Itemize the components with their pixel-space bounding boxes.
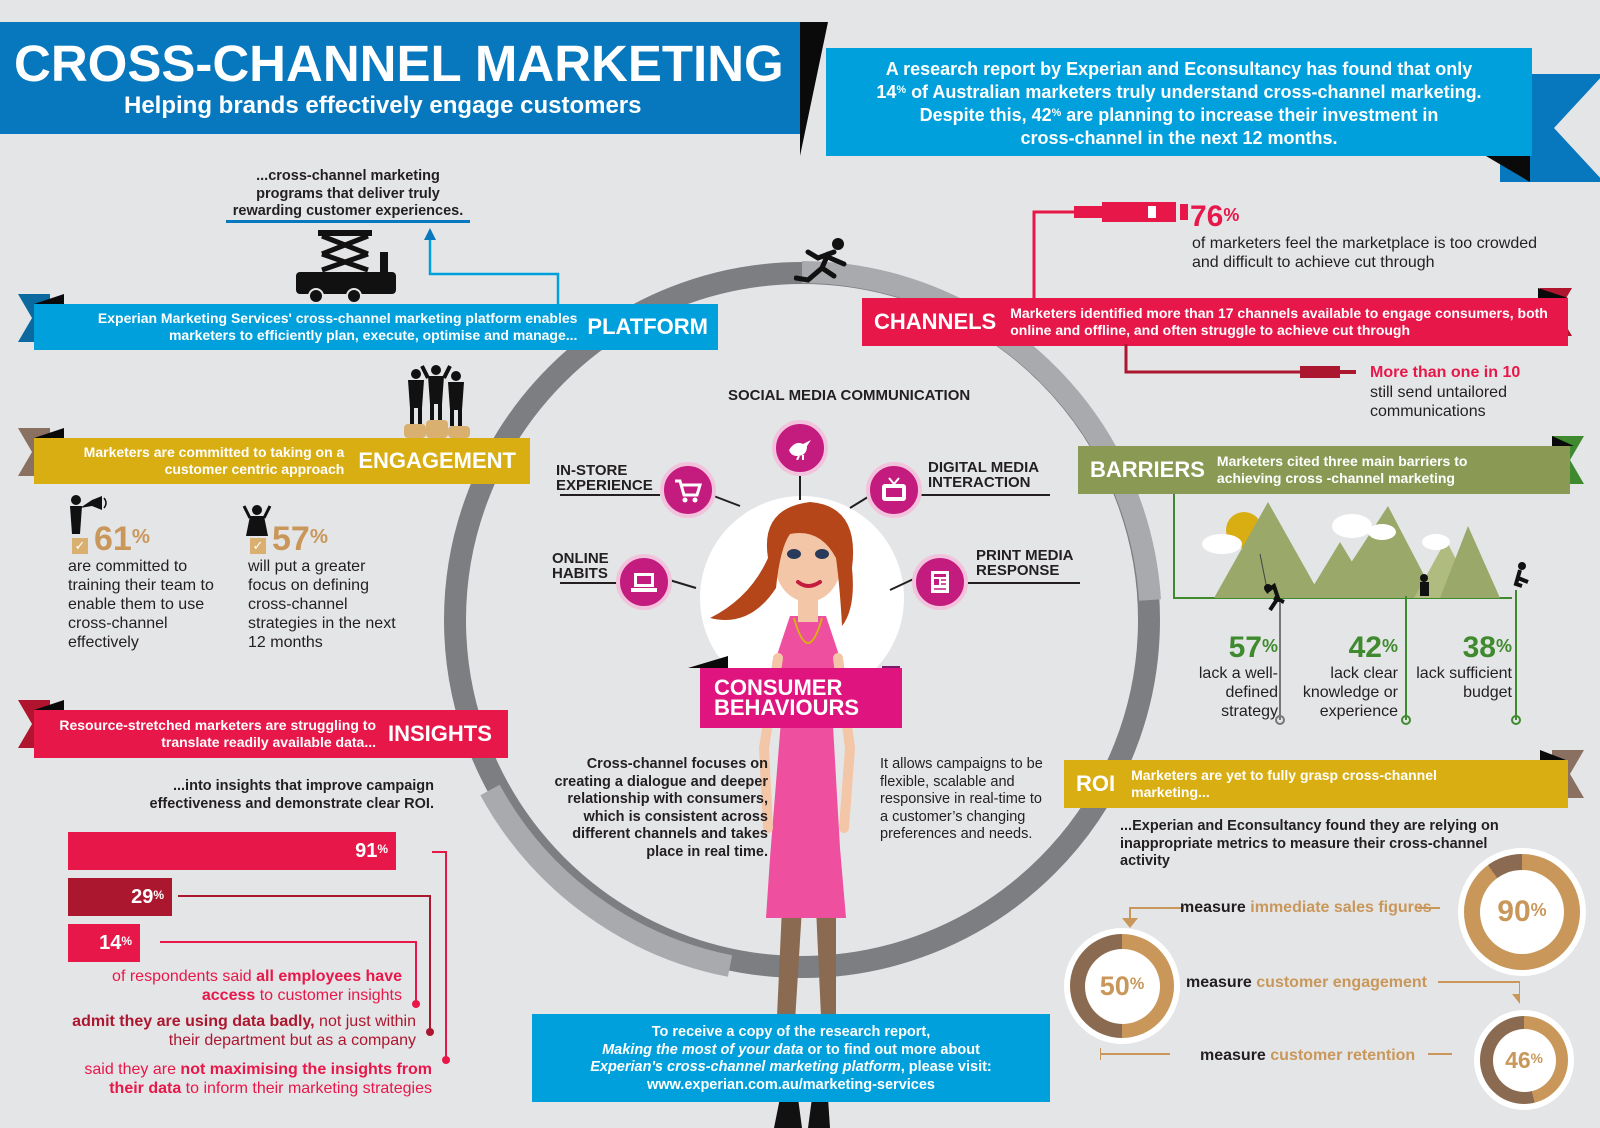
insight-note-1: of respondents said all employees have a…	[112, 968, 402, 1004]
roi-text: Marketers are yet to fully grasp cross-c…	[1131, 767, 1437, 800]
roi-ribbon-fold	[1540, 750, 1566, 760]
barrier-stat-3-value: 38%	[1462, 631, 1512, 664]
insight-connectors	[160, 851, 450, 1064]
page-subtitle: Helping brands effectively engage custom…	[124, 92, 642, 119]
roi-measure-1: measure immediate sales figures	[1180, 899, 1432, 916]
usb-cable-icon	[1032, 202, 1188, 298]
print-media-hub	[912, 554, 968, 610]
barrier-stat-1: 57% lack a well-defined strategy	[1168, 632, 1278, 721]
bird-icon	[789, 440, 811, 460]
cart-icon	[675, 479, 703, 503]
online-habits-label: ONLINE HABITS	[552, 550, 609, 582]
platform-ribbon-fold	[34, 294, 64, 304]
channels-more-title: More than one in 10	[1370, 364, 1521, 381]
engagement-stat-2-value: 57%	[272, 520, 328, 558]
digital-media-hub	[866, 462, 922, 518]
platform-text: Experian Marketing Services' cross-chann…	[97, 310, 578, 343]
insights-ribbon: Resource-stretched marketers are struggl…	[34, 710, 508, 758]
insights-ribbon-fold	[34, 700, 64, 710]
engagement-stat-2-text: will put a greater focus on defining cro…	[248, 558, 396, 651]
channels-stat-value: 76%	[1190, 200, 1240, 233]
roi-donut-2: 50%	[1070, 934, 1174, 1038]
engagement-stat-1-value: 61%	[94, 520, 150, 558]
engagement-text: Marketers are committed to taking on a c…	[83, 444, 345, 477]
insights-text: Resource-stretched marketers are struggl…	[59, 717, 376, 750]
roi-label: ROI	[1076, 771, 1116, 796]
intro-banner	[826, 48, 1532, 156]
scissor-lift-icon	[296, 230, 396, 304]
roi-connectors	[1100, 907, 1520, 1060]
page-title: CROSS-CHANNEL MARKETING	[14, 35, 784, 92]
consumer-behaviours-label: CONSUMER BEHAVIOURS	[714, 675, 860, 720]
digital-media-label: DIGITAL MEDIA INTERACTION	[928, 459, 1039, 491]
intro-text: A research report by Experian and Econsu…	[876, 59, 1482, 148]
checkbox-icon: ✓	[72, 538, 88, 554]
megaphone-person-icon	[70, 495, 107, 534]
cheering-person-icon	[242, 505, 272, 536]
platform-ribbon: Experian Marketing Services' cross-chann…	[34, 304, 718, 350]
barrier-stat-2-value: 42%	[1348, 631, 1398, 664]
engagement-ribbon-fold	[34, 428, 64, 438]
checkbox-icon: ✓	[250, 538, 266, 554]
title-banner-fold	[800, 22, 828, 156]
people-podium-icon	[404, 365, 470, 438]
insight-bar-2: 29%	[68, 878, 172, 916]
channels-more-text: still send untailored communications	[1370, 384, 1507, 420]
channels-stat-text: of marketers feel the marketplace is too…	[1192, 235, 1538, 271]
platform-callout-underline	[226, 220, 470, 223]
print-media-label: PRINT MEDIA RESPONSE	[976, 547, 1073, 579]
engagement-stat-1-text: are committed to training their team to …	[68, 558, 214, 651]
insight-bar-1: 91%	[68, 832, 396, 870]
channels-ribbon-fold	[1538, 288, 1568, 298]
online-habits-hub	[616, 554, 672, 610]
roi-donut-1: 90%	[1464, 854, 1580, 970]
channels-label: CHANNELS	[874, 309, 997, 334]
insight-bar-3: 14%	[68, 924, 140, 962]
consumer-ribbon-fold-left	[688, 656, 728, 668]
barriers-text: Marketers cited three main barriers to a…	[1216, 453, 1468, 486]
consumer-behaviours-ribbon: CONSUMER BEHAVIOURS	[700, 668, 902, 728]
barriers-label: BARRIERS	[1090, 457, 1205, 482]
barrier-stat-1-value: 57%	[1228, 631, 1278, 664]
platform-label: PLATFORM	[587, 314, 708, 339]
barrier-stat-2-text: lack clear knowledge or experience	[1302, 665, 1398, 720]
insight-note-2: admit they are using data badly, not jus…	[72, 1013, 416, 1049]
footer-url-link[interactable]: www.experian.com.au/marketing-services	[647, 1076, 935, 1093]
channels-text: Marketers identified more than 17 channe…	[1010, 305, 1548, 338]
social-media-hub	[772, 420, 828, 476]
barriers-ribbon-fold	[1552, 436, 1574, 446]
platform-callout: ...cross-channel marketing programs that…	[232, 168, 464, 219]
campaign-flexibility-text: It allows campaigns to be flexible, scal…	[880, 756, 1043, 842]
barrier-stat-1-text: lack a well-defined strategy	[1198, 665, 1278, 720]
intro-banner-fold	[1486, 156, 1530, 182]
barrier-stat-2: 42% lack clear knowledge or experience	[1284, 632, 1398, 721]
barrier-stat-3: 38% lack sufficient budget	[1416, 632, 1512, 702]
roi-donut-3: 46%	[1480, 1016, 1568, 1104]
insight-note-3: said they are not maximising the insight…	[84, 1061, 432, 1097]
roi-measure-3: measure customer retention	[1200, 1047, 1416, 1064]
tv-icon	[882, 477, 906, 501]
audio-cable-icon	[1124, 344, 1356, 378]
platform-arrow	[424, 228, 560, 304]
channels-ribbon: CHANNELS Marketers identified more than …	[862, 298, 1568, 346]
engagement-label: ENGAGEMENT	[358, 448, 516, 473]
laptop-icon	[631, 573, 657, 592]
insights-label: INSIGHTS	[388, 721, 492, 746]
roi-measure-2: measure customer engagement	[1186, 974, 1427, 991]
roi-callout: ...Experian and Econsultancy found they …	[1120, 818, 1499, 869]
in-store-label: IN-STORE EXPERIENCE	[556, 462, 653, 494]
barrier-stat-3-text: lack sufficient budget	[1416, 665, 1512, 701]
runner-icon	[794, 238, 847, 283]
cross-channel-focus-text: Cross-channel focuses on creating a dial…	[554, 756, 768, 860]
barriers-ribbon: BARRIERS Marketers cited three main barr…	[1078, 446, 1570, 494]
mountains-illustration	[1173, 494, 1529, 725]
newspaper-icon	[931, 571, 949, 593]
in-store-hub	[660, 462, 716, 518]
engagement-ribbon: Marketers are committed to taking on a c…	[34, 438, 530, 484]
insights-callout: ...into insights that improve campaign e…	[149, 778, 434, 812]
footer-cta-box: To receive a copy of the research report…	[532, 1014, 1050, 1102]
roi-ribbon: ROI Marketers are yet to fully grasp cro…	[1064, 760, 1568, 808]
title-banner	[0, 22, 800, 134]
social-media-label: SOCIAL MEDIA COMMUNICATION	[728, 387, 971, 404]
